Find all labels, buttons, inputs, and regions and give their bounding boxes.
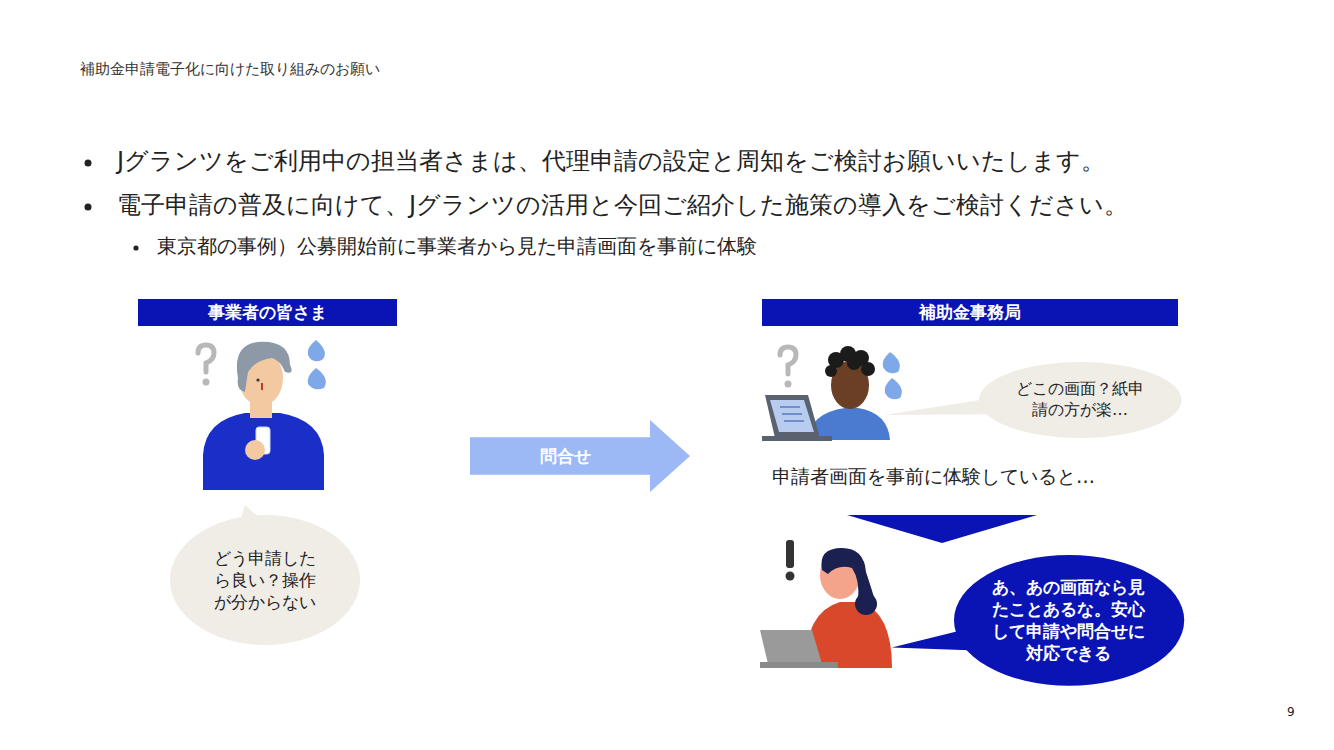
bullet-dot (133, 245, 138, 250)
bullet-dot (85, 160, 92, 167)
page-number: 9 (1287, 705, 1295, 719)
bullet-dot (85, 204, 92, 211)
node-text: 補助金事務局 (919, 301, 1021, 323)
speech-bubble: あ、あの画面なら見たことあるな。安心して申請や問合せに対応できる (954, 555, 1184, 686)
node-text: あ、あの画面なら見たことあるな。安心して申請や問合せに対応できる (989, 576, 1149, 664)
person-staff-relieved (760, 540, 892, 668)
actor-band: 事業者の皆さま (138, 299, 397, 326)
down-wedge (847, 515, 1037, 543)
person-user (198, 340, 326, 490)
person-staff-confused (762, 346, 902, 441)
bubble-outline (954, 555, 1184, 686)
node-text: どこの画面？紙申請の方が楽… (1010, 379, 1150, 421)
node-text: 事業者の皆さま (208, 301, 327, 323)
bullet-text: 電子申請の普及に向けて、Jグランツの活用と今回ご紹介した施策の導入をご検討くださ… (117, 189, 1128, 221)
sub-bullet-text: 東京都の事例）公募開始前に事業者から見た申請画面を事前に体験 (157, 233, 757, 260)
node-text: どう申請したら良い？操作が分からない (206, 547, 324, 613)
bullet-text: Jグランツをご利用中の担当者さまは、代理申請の設定と周知をご検討お願いいたします… (117, 145, 1105, 177)
actor-band: 補助金事務局 (762, 299, 1178, 326)
speech-bubble: どこの画面？紙申請の方が楽… (979, 362, 1181, 438)
arrow-shape: 問合せ (470, 420, 690, 492)
node-text: 問合せ (540, 445, 591, 467)
slide-title: 補助金申請電子化に向けた取り組みのお願い (80, 60, 380, 79)
caption-text: 申請者画面を事前に体験していると… (772, 464, 1095, 490)
speech-bubble: どう申請したら良い？操作が分からない (170, 515, 360, 645)
